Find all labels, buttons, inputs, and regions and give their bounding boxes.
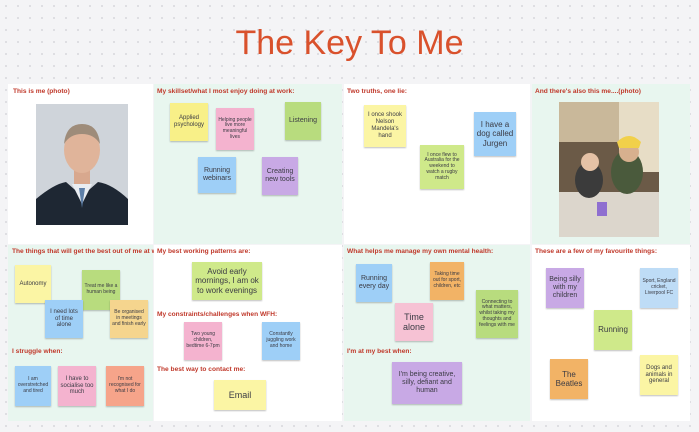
note-sport-england[interactable]: Sport, England cricket, Liverpool FC: [640, 268, 678, 308]
note-beatles[interactable]: The Beatles: [550, 359, 588, 399]
note-mandela[interactable]: I once shook Nelson Mandela's hand: [364, 105, 406, 147]
family-photo[interactable]: [559, 102, 659, 237]
heading-also: And there's also this me....(photo): [535, 88, 641, 95]
note-running-every-day[interactable]: Running every day: [356, 264, 392, 302]
note-children[interactable]: Two young children, bedtime 6-7pm: [184, 322, 222, 360]
note-organised[interactable]: Be organised in meetings and finish earl…: [110, 300, 148, 338]
note-connecting[interactable]: Connecting to what matters, whilst takin…: [476, 290, 518, 338]
note-helping-people[interactable]: Helping people live more meaningful live…: [216, 108, 254, 150]
note-evenings[interactable]: Avoid early mornings, I am ok to work ev…: [192, 262, 262, 300]
note-email[interactable]: Email: [214, 380, 266, 410]
note-overstretched[interactable]: I am overstretched and tired: [15, 366, 51, 406]
profile-photo[interactable]: [36, 104, 128, 225]
note-recognised[interactable]: I'm not recognised for what I do: [106, 366, 144, 406]
note-creative[interactable]: I'm being creative, silly, defiant and h…: [392, 362, 462, 404]
heading-skills: My skillset/what I most enjoy doing at w…: [157, 88, 295, 95]
panel-also: And there's also this me....(photo): [532, 84, 690, 244]
heading-at-best: I'm at my best when:: [347, 348, 412, 355]
heading-mental: What helps me manage my own mental healt…: [347, 248, 494, 255]
board-title: The Key To Me: [235, 24, 464, 62]
note-fav-running[interactable]: Running: [594, 310, 632, 350]
note-running-webinars[interactable]: Running webinars: [198, 157, 236, 193]
note-listening[interactable]: Listening: [285, 102, 321, 140]
note-australia[interactable]: I once flew to Australia for the weekend…: [420, 145, 464, 189]
note-dogs[interactable]: Dogs and animals in general: [640, 355, 678, 395]
heading-patterns: My best working patterns are:: [157, 248, 251, 255]
note-being-silly[interactable]: Being silly with my children: [546, 268, 584, 308]
heading-favourites: These are a few of my favourite things:: [535, 248, 658, 255]
note-creating-tools[interactable]: Creating new tools: [262, 157, 298, 195]
note-juggling[interactable]: Constantly juggling work and home: [262, 322, 300, 360]
heading-photo: This is me (photo): [13, 88, 70, 95]
note-applied-psychology[interactable]: Applied psychology: [170, 103, 208, 141]
note-lots-time[interactable]: I need lots of time alone: [45, 300, 83, 338]
note-time-alone[interactable]: Time alone: [395, 303, 433, 341]
heading-contact: The best way to contact me:: [157, 366, 246, 373]
note-dog[interactable]: I have a dog called Jurgen: [474, 112, 516, 156]
note-sport-children[interactable]: Taking time out for sport, children, etc: [430, 262, 464, 300]
heading-best-out: The things that will get the best out of…: [12, 248, 170, 255]
note-socialise[interactable]: I have to socialise too much: [58, 366, 96, 406]
panel-photo: This is me (photo): [8, 84, 153, 244]
heading-constraints: My constraints/challenges when WFH:: [157, 311, 278, 318]
heading-struggle: I struggle when:: [12, 348, 63, 355]
heading-truths: Two truths, one lie:: [347, 88, 407, 95]
note-autonomy[interactable]: Autonomy: [15, 265, 51, 303]
